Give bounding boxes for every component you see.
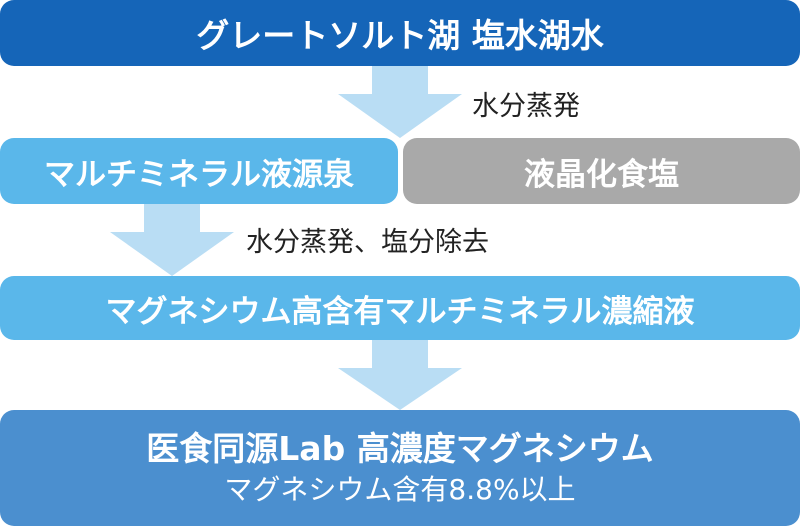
magnesium-concentrate-box: マグネシウム高含有マルチミネラル濃縮液	[0, 276, 800, 340]
down-arrow-icon	[338, 66, 462, 138]
magnesium-concentrate-text: マグネシウム高含有マルチミネラル濃縮液	[105, 293, 695, 330]
edible-salt-box: 液晶化食塩	[403, 138, 800, 204]
edible-salt-text: 液晶化食塩	[524, 156, 679, 193]
source-lake-text: グレートソルト湖 塩水湖水	[196, 16, 604, 55]
step-evaporation-desalination-label: 水分蒸発、塩分除去	[246, 227, 489, 258]
final-product-title: 医食同源Lab 高濃度マグネシウム	[146, 429, 654, 468]
multi-mineral-spring-text: マルチミネラル液源泉	[44, 156, 354, 193]
final-product-box: 医食同源Lab 高濃度マグネシウム マグネシウム含有8.8%以上	[0, 410, 800, 526]
final-product-subtitle: マグネシウム含有8.8%以上	[224, 473, 576, 506]
multi-mineral-spring-box: マルチミネラル液源泉	[0, 138, 398, 204]
source-lake-box: グレートソルト湖 塩水湖水	[0, 0, 800, 66]
down-arrow-icon	[338, 340, 462, 410]
step-evaporation-label: 水分蒸発	[472, 91, 580, 122]
down-arrow-icon	[110, 204, 234, 276]
